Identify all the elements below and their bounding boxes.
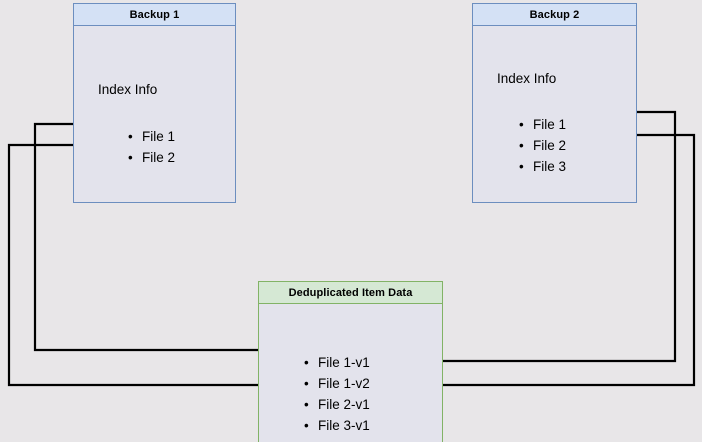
backup1-file-label: File 1 [142,129,176,144]
dedup-body: File 1-v1 File 1-v2 File 2-v1 File 3-v1 [259,304,442,442]
list-item: File 2 [519,135,566,156]
backup1-index-info-label: Index Info [98,82,158,97]
backup1-box[interactable]: Backup 1 Index Info File 1 File 2 [73,3,236,203]
list-item: File 2 [128,147,175,168]
list-item: File 3 [519,156,566,177]
backup1-header: Backup 1 [74,4,235,26]
backup2-file-label: File 1 [533,117,567,132]
backup1-body: Index Info File 1 File 2 [74,26,235,202]
dedup-file-label: File 3-v1 [318,418,370,433]
backup2-body: Index Info File 1 File 2 File 3 [473,26,636,202]
backup2-box[interactable]: Backup 2 Index Info File 1 File 2 File 3 [472,3,637,203]
dedup-title: Deduplicated Item Data [288,286,413,299]
list-item: File 3-v1 [304,415,370,436]
backup2-file-list: File 1 File 2 File 3 [519,114,566,177]
dedup-file-list: File 1-v1 File 1-v2 File 2-v1 File 3-v1 [304,352,370,436]
backup2-index-info-label: Index Info [497,71,557,86]
list-item: File 1 [519,114,566,135]
dedup-file-label: File 2-v1 [318,397,370,412]
dedup-header: Deduplicated Item Data [259,282,442,304]
list-item: File 2-v1 [304,394,370,415]
backup1-file-label: File 2 [142,150,176,165]
backup2-header: Backup 2 [473,4,636,26]
dedup-box[interactable]: Deduplicated Item Data File 1-v1 File 1-… [258,281,443,442]
list-item: File 1 [128,126,175,147]
dedup-file-label: File 1-v1 [318,355,370,370]
list-item: File 1-v1 [304,352,370,373]
backup2-file-label: File 3 [533,159,567,174]
dedup-file-label: File 1-v2 [318,376,370,391]
backup1-file-list: File 1 File 2 [128,126,175,168]
backup2-title: Backup 2 [529,8,580,21]
backup2-file-label: File 2 [533,138,567,153]
list-item: File 1-v2 [304,373,370,394]
backup1-title: Backup 1 [129,8,180,21]
